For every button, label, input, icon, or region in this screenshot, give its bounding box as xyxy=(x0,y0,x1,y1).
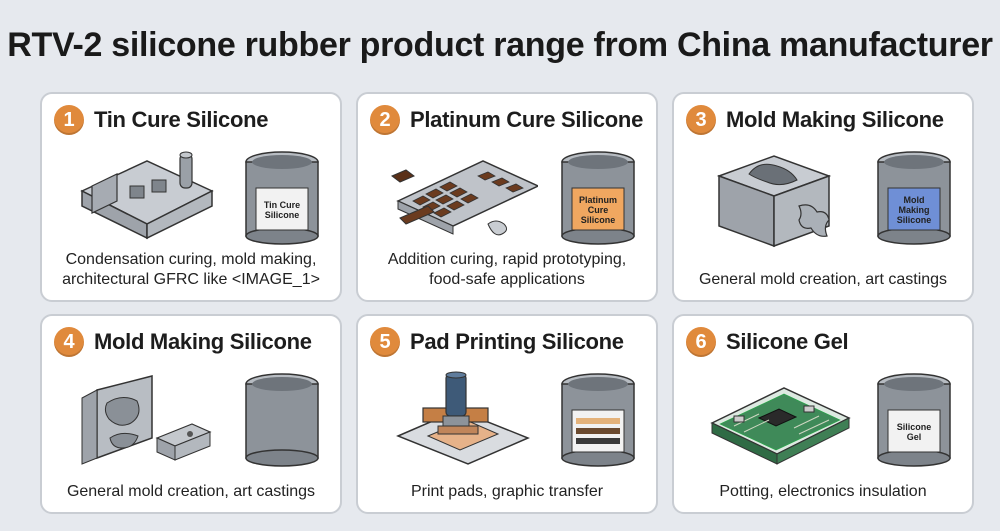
card-description: General mold creation, art castings xyxy=(680,270,966,290)
product-jar xyxy=(242,372,322,468)
product-jar: Mold Making Silicone xyxy=(874,150,954,246)
card-header: 2 Platinum Cure Silicone xyxy=(370,104,648,136)
description-line: Condensation curing, mold making, xyxy=(65,251,317,268)
pad-printer-illustration xyxy=(396,371,530,465)
card-title: Silicone Gel xyxy=(726,329,849,354)
product-card-mold-making-2: 4 Mold Making Silicone xyxy=(40,314,342,514)
card-number-badge: 1 xyxy=(54,105,84,135)
product-jar: Silicone Gel xyxy=(874,372,954,468)
product-grid: 1 Tin Cure Silicone xyxy=(40,92,980,514)
description-line: General mold creation, art castings xyxy=(698,271,948,288)
card-description: General mold creation, art castings xyxy=(48,482,334,502)
card-number-badge: 4 xyxy=(54,327,84,357)
card-header: 4 Mold Making Silicone xyxy=(54,326,332,358)
card-number-badge: 2 xyxy=(370,105,400,135)
card-description: Potting, electronics insulation xyxy=(680,482,966,502)
description-line: Addition curing, rapid prototyping, xyxy=(387,251,627,268)
jar-label: Tin Cure Silicone xyxy=(263,200,301,220)
card-title: Pad Printing Silicone xyxy=(410,329,624,354)
description-line: Potting, electronics insulation xyxy=(719,483,927,500)
product-jar: Platinum Cure Silicone xyxy=(558,150,638,246)
card-header: 5 Pad Printing Silicone xyxy=(370,326,648,358)
description-line: food-safe applications xyxy=(429,271,585,288)
mold-block-illustration xyxy=(716,155,832,248)
gfrc-panel-illustration xyxy=(80,151,214,240)
chocolate-mold-illustration xyxy=(391,160,538,236)
product-card-silicone-gel: 6 Silicone Gel xyxy=(672,314,974,514)
page-title: RTV-2 silicone rubber product range from… xyxy=(7,26,993,64)
product-card-platinum-cure: 2 Platinum Cure Silicone xyxy=(356,92,658,302)
card-header: 1 Tin Cure Silicone xyxy=(54,104,332,136)
card-number-badge: 3 xyxy=(686,105,716,135)
jar-label: Mold Making Silicone xyxy=(896,195,932,225)
card-header: 6 Silicone Gel xyxy=(686,326,964,358)
card-title: Platinum Cure Silicone xyxy=(410,107,644,132)
card-title: Mold Making Silicone xyxy=(94,329,312,354)
product-card-tin-cure: 1 Tin Cure Silicone xyxy=(40,92,342,302)
card-title: Mold Making Silicone xyxy=(726,107,944,132)
card-number-badge: 6 xyxy=(686,327,716,357)
card-description: Addition curing, rapid prototyping, food… xyxy=(364,250,650,290)
description-line: General mold creation, art castings xyxy=(66,483,316,500)
description-line: Print pads, graphic transfer xyxy=(410,483,604,500)
product-card-pad-printing: 5 Pad Printing Silicone xyxy=(356,314,658,514)
circuit-board-illustration xyxy=(710,387,851,465)
open-mold-illustration xyxy=(81,375,212,465)
card-description: Print pads, graphic transfer xyxy=(364,482,650,502)
product-jar xyxy=(558,372,638,468)
jar-label: Silicone Gel xyxy=(896,422,932,442)
description-line: architectural GFRC like <IMAGE_1> xyxy=(62,271,320,288)
card-header: 3 Mold Making Silicone xyxy=(686,104,964,136)
product-jar: Tin Cure Silicone xyxy=(242,150,322,246)
jar-label: Platinum Cure Silicone xyxy=(578,195,617,225)
product-card-mold-making: 3 Mold Making Silicone Mold Making Sil xyxy=(672,92,974,302)
card-number-badge: 5 xyxy=(370,327,400,357)
card-title: Tin Cure Silicone xyxy=(94,107,269,132)
card-description: Condensation curing, mold making, archit… xyxy=(48,250,334,290)
